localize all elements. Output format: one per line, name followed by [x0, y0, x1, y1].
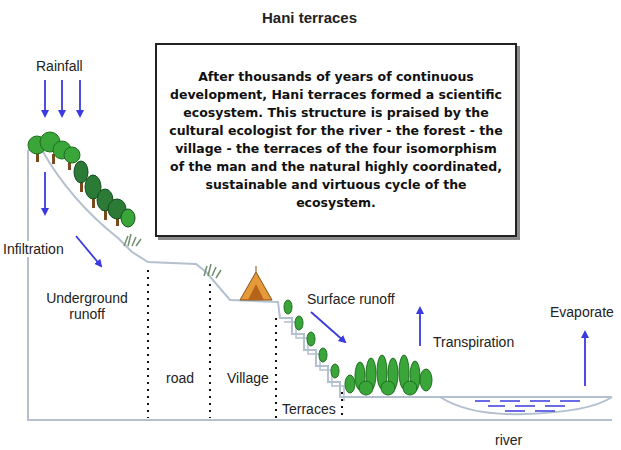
- river-water-part: [505, 410, 525, 412]
- water-cycle-arrows-part: [76, 236, 101, 266]
- diagram-title: Hani terraces: [262, 10, 357, 26]
- boundary-dots-part: [341, 392, 343, 420]
- tree-cluster-part: [381, 381, 395, 395]
- boundary-dots-part: [275, 318, 277, 418]
- forest: [28, 132, 135, 227]
- diagram-label: Transpiration: [432, 334, 515, 350]
- water-cycle-arrows-part: [419, 308, 421, 346]
- forest-part: [64, 147, 80, 163]
- terrace-trees-part: [295, 316, 303, 330]
- diagram-label: Terraces: [281, 401, 337, 417]
- water-cycle-arrows-part: [44, 80, 46, 116]
- text-box-body: After thousands of years of continuous d…: [169, 68, 503, 212]
- river-water-part: [500, 400, 520, 402]
- diagram-label: road: [165, 370, 195, 386]
- diagram-label: Surface runoff: [306, 291, 396, 307]
- forest-part: [121, 209, 135, 227]
- ground-profile-part: [440, 397, 612, 414]
- water-cycle-arrows-part: [79, 80, 81, 116]
- river-water-part: [545, 405, 565, 407]
- grass-tufts-part: [124, 234, 141, 246]
- village-hut: [240, 266, 272, 300]
- water-cycle-arrows-part: [311, 312, 345, 342]
- forest-part: [74, 161, 88, 183]
- river-water-part: [530, 400, 550, 402]
- river-water-part: [488, 405, 505, 407]
- village-hut-part: [240, 272, 272, 300]
- diagram-label: Rainfall: [35, 58, 84, 74]
- grass-tufts-part: [204, 264, 221, 278]
- tree-cluster-part: [403, 381, 417, 395]
- text-box: After thousands of years of continuous d…: [155, 43, 517, 237]
- river-water-part: [560, 400, 580, 402]
- river-water-part: [475, 400, 490, 402]
- diagram-label: Evaporate: [549, 304, 615, 320]
- grass-tufts: [124, 234, 221, 278]
- diagram-label: Village: [226, 370, 270, 386]
- terrace-trees-part: [331, 364, 339, 378]
- tree-cluster-part: [359, 381, 373, 395]
- diagram-label: river: [494, 432, 523, 448]
- terrace-trees-part: [284, 300, 292, 314]
- water-cycle-arrows-part: [584, 332, 586, 386]
- diagram-label: Underground runoff: [36, 290, 138, 322]
- water-cycle-arrows-part: [61, 80, 63, 116]
- boundary-dots-part: [209, 284, 211, 418]
- tree-cluster-part: [345, 375, 355, 393]
- box-paragraph: After thousands of years of continuous d…: [169, 68, 503, 212]
- village-hut-part: [248, 284, 264, 300]
- tree-cluster-part: [420, 369, 432, 391]
- river-water: [475, 401, 580, 411]
- diagram-label: Infiltration: [2, 241, 65, 257]
- river-water-part: [515, 405, 535, 407]
- water-cycle-arrows-part: [44, 172, 46, 214]
- boundary-dots-part: [147, 270, 149, 418]
- tree-cluster: [345, 355, 432, 395]
- terrace-trees-part: [319, 348, 327, 362]
- river-water-part: [535, 410, 555, 412]
- village-hut-part: [256, 266, 257, 272]
- terrace-trees-part: [307, 332, 315, 346]
